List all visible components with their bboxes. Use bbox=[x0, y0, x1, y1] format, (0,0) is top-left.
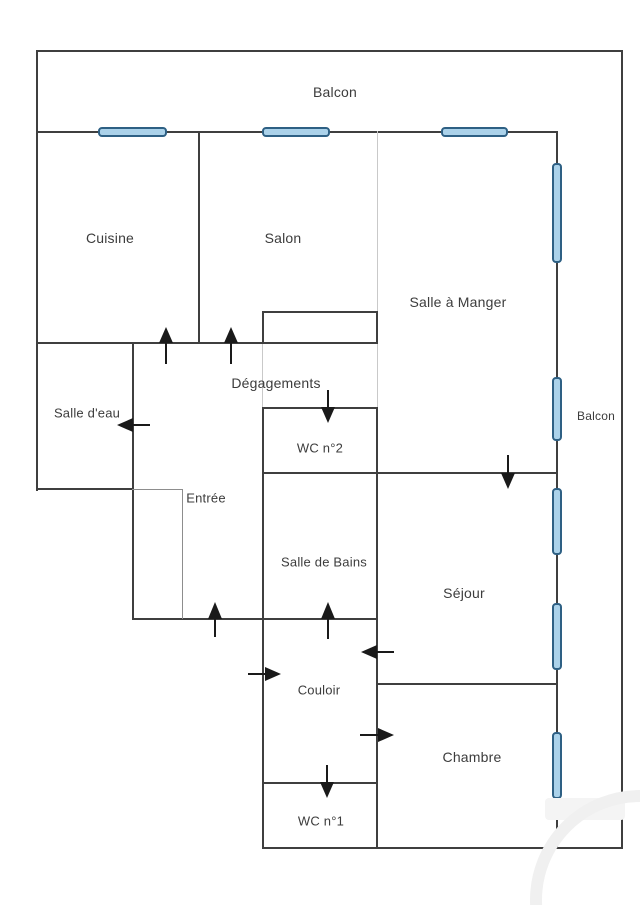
wall-cuisine-bottom bbox=[36, 342, 264, 344]
door-arrow-wc1 bbox=[320, 765, 334, 798]
wall-salledeau-bottom bbox=[36, 488, 134, 490]
wall-wc1-top bbox=[262, 782, 378, 784]
wall-sallemanger-bottom bbox=[262, 472, 557, 474]
wall-salledeau-right bbox=[132, 342, 134, 620]
door-arrow-cuisine bbox=[159, 327, 173, 364]
wall-center-left bbox=[262, 407, 264, 848]
door-arrow-couloir-from-sejour bbox=[361, 645, 394, 659]
room-label-balcon-right: Balcon bbox=[577, 409, 615, 423]
closet-box bbox=[262, 311, 378, 344]
window-icon bbox=[262, 127, 330, 137]
room-label-cuisine: Cuisine bbox=[85, 230, 135, 246]
window-icon bbox=[552, 163, 562, 263]
wall-left-outer bbox=[36, 50, 38, 491]
wall-bottom-outer bbox=[262, 847, 623, 849]
wall-cuisine-salon bbox=[198, 131, 200, 344]
wall-degagements-bottom bbox=[132, 618, 378, 620]
window-icon bbox=[98, 127, 167, 137]
window-icon bbox=[552, 377, 562, 441]
line-degagements-right bbox=[377, 344, 378, 407]
door-arrow-sallebains bbox=[321, 602, 335, 639]
room-label-wc2: WC n°2 bbox=[296, 440, 344, 456]
wall-sejour-chambre bbox=[376, 683, 557, 685]
room-label-salon: Salon bbox=[264, 230, 302, 246]
room-label-chambre: Chambre bbox=[442, 749, 502, 765]
door-arrow-chambre bbox=[360, 728, 394, 742]
door-arrow-salledeau bbox=[117, 418, 150, 432]
door-arrow-couloir-from-left bbox=[248, 667, 281, 681]
line-salon-sallemanger bbox=[377, 131, 378, 311]
room-label-salle-deau: Salle d'eau bbox=[53, 405, 121, 421]
window-icon bbox=[441, 127, 508, 137]
room-label-couloir: Couloir bbox=[297, 682, 341, 698]
line-entree-right bbox=[182, 489, 183, 619]
line-entree-top bbox=[132, 489, 183, 490]
room-label-entree: Entrée bbox=[186, 490, 226, 506]
room-label-wc1: WC n°1 bbox=[297, 813, 345, 829]
door-arrow-salon bbox=[224, 327, 238, 364]
line-degagements-left bbox=[262, 344, 263, 407]
room-label-balcon-top: Balcon bbox=[312, 84, 358, 100]
door-arrow-wc2 bbox=[321, 390, 335, 423]
room-label-salle-de-bains: Salle de Bains bbox=[281, 554, 367, 570]
window-icon bbox=[552, 603, 562, 670]
door-arrow-sejour bbox=[501, 455, 515, 489]
room-label-degagements: Dégagements bbox=[231, 375, 321, 391]
wall-right-outer bbox=[621, 50, 623, 849]
room-label-sejour: Séjour bbox=[443, 585, 485, 601]
door-arrow-entree bbox=[208, 602, 222, 637]
wall-center-right bbox=[376, 407, 378, 848]
window-icon bbox=[552, 488, 562, 555]
wall-wc2-top bbox=[262, 407, 378, 409]
wall-top-outer bbox=[36, 50, 623, 52]
room-label-salle-a-manger: Salle à Manger bbox=[409, 294, 507, 310]
